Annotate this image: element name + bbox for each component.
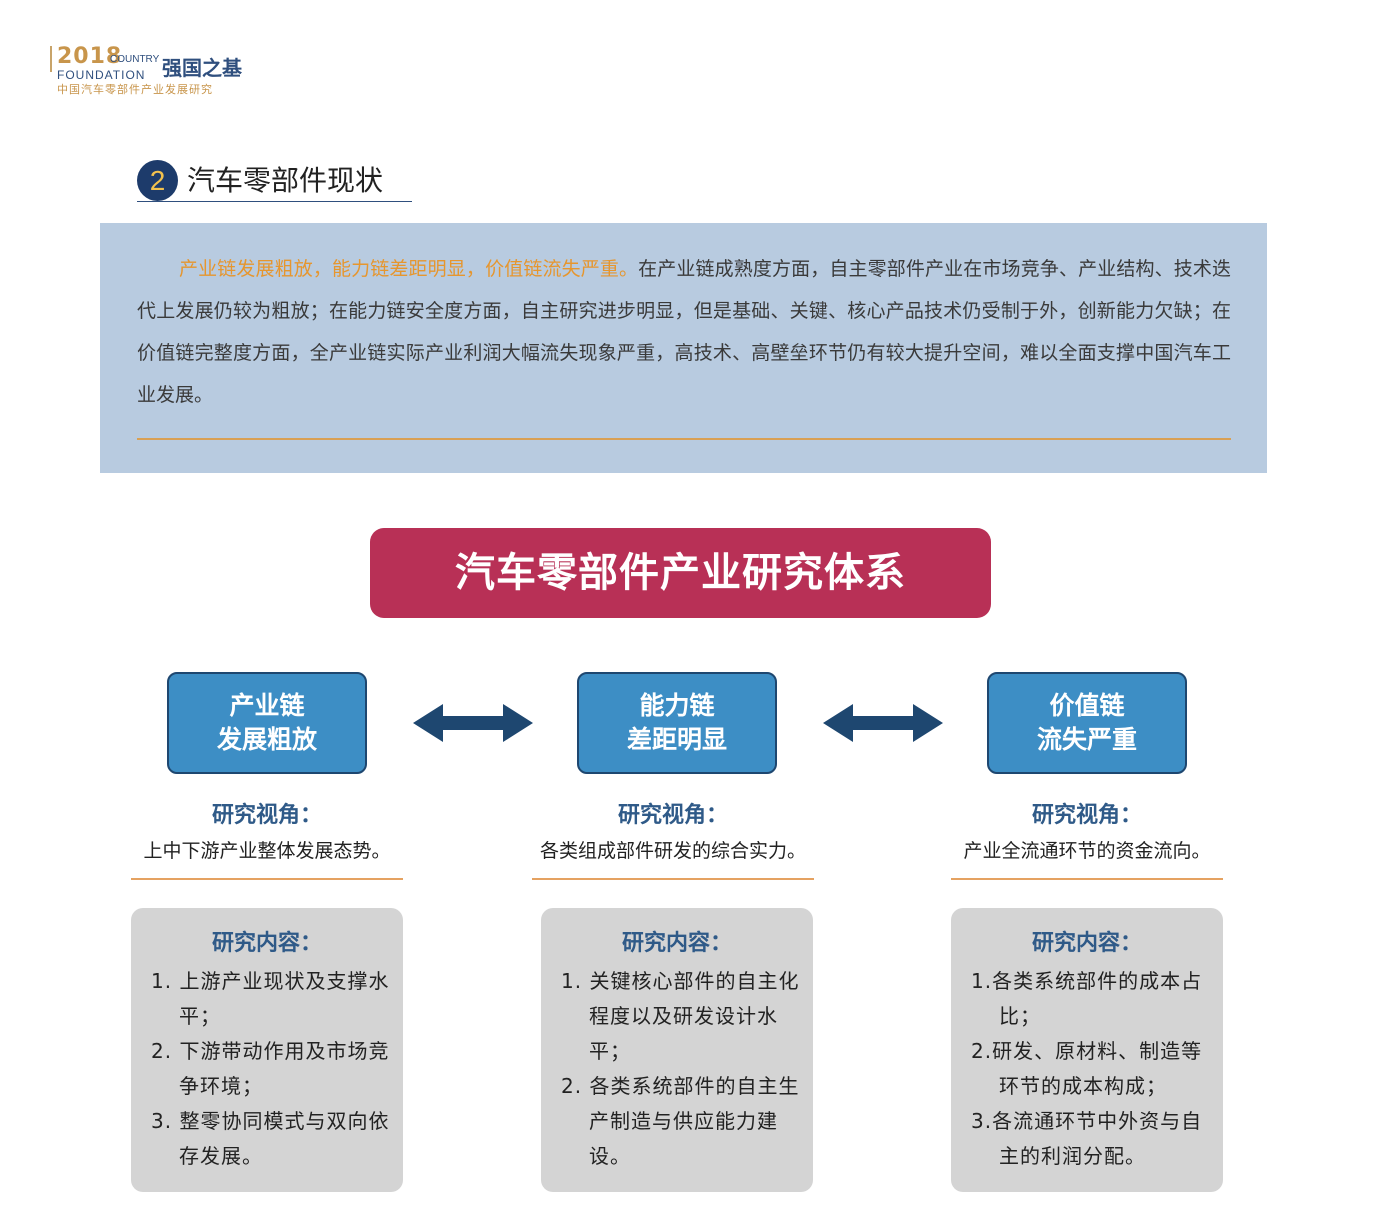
perspective-capability: 研究视角： 各类组成部件研发的综合实力。 bbox=[532, 800, 814, 880]
chain-box-capability: 能力链 差距明显 bbox=[577, 672, 777, 774]
diagram-title: 汽车零部件产业研究体系 bbox=[370, 528, 991, 618]
logo-bar bbox=[50, 46, 52, 72]
summary-text: 产业链发展粗放，能力链差距明显，价值链流失严重。在产业链成熟度方面，自主零部件产… bbox=[137, 248, 1231, 416]
list-item: 3. 整零协同模式与双向依存发展。 bbox=[151, 1109, 390, 1168]
perspective-value: 研究视角： 产业全流通环节的资金流向。 bbox=[951, 800, 1223, 880]
section-heading: 2 汽车零部件现状 bbox=[137, 160, 412, 202]
list-item: 3.各流通环节中外资与自主的利润分配。 bbox=[971, 1109, 1203, 1168]
section-title: 汽车零部件现状 bbox=[187, 164, 384, 197]
summary-panel: 产业链发展粗放，能力链差距明显，价值链流失严重。在产业链成熟度方面，自主零部件产… bbox=[100, 223, 1267, 473]
chain-label-line1: 能力链 bbox=[639, 691, 715, 720]
content-heading: 研究内容： bbox=[621, 931, 732, 956]
summary-body: 在产业链成熟度方面，自主零部件产业在市场竞争、产业结构、技术迭代上发展仍较为粗放… bbox=[137, 258, 1231, 406]
chain-label-line1: 产业链 bbox=[229, 691, 305, 720]
list-item: 1. 关键核心部件的自主化程度以及研发设计水平； bbox=[561, 969, 800, 1063]
chain-label-line2: 流失严重 bbox=[1036, 725, 1137, 754]
section-number-badge: 2 bbox=[137, 160, 178, 201]
content-list: 1. 关键核心部件的自主化程度以及研发设计水平； 2. 各类系统部件的自主生产制… bbox=[561, 964, 801, 1174]
logo-year: 2018 bbox=[57, 44, 123, 69]
double-arrow-icon bbox=[823, 704, 943, 742]
summary-highlight: 产业链发展粗放，能力链差距明显，价值链流失严重。 bbox=[179, 258, 639, 280]
logo-subtitle: 中国汽车零部件产业发展研究 bbox=[57, 83, 213, 96]
content-list: 1.各类系统部件的成本占比； 2.研发、原材料、制造等环节的成本构成； 3.各流… bbox=[971, 964, 1211, 1174]
logo-foundation: FOUNDATION bbox=[57, 68, 146, 82]
chain-box-industry: 产业链 发展粗放 bbox=[167, 672, 367, 774]
double-arrow-icon bbox=[413, 704, 533, 742]
content-box-value: 研究内容： 1.各类系统部件的成本占比； 2.研发、原材料、制造等环节的成本构成… bbox=[951, 908, 1223, 1192]
list-item: 2. 下游带动作用及市场竞争环境； bbox=[151, 1039, 390, 1098]
content-heading: 研究内容： bbox=[211, 931, 322, 956]
content-box-capability: 研究内容： 1. 关键核心部件的自主化程度以及研发设计水平； 2. 各类系统部件… bbox=[541, 908, 813, 1192]
content-list: 1. 上游产业现状及支撑水平； 2. 下游带动作用及市场竞争环境； 3. 整零协… bbox=[151, 964, 391, 1174]
perspective-text: 各类组成部件研发的综合实力。 bbox=[539, 840, 806, 862]
list-item: 1.各类系统部件的成本占比； bbox=[971, 969, 1203, 1028]
content-heading: 研究内容： bbox=[1031, 931, 1142, 956]
chain-label-line2: 发展粗放 bbox=[216, 725, 317, 754]
list-item: 2.研发、原材料、制造等环节的成本构成； bbox=[971, 1039, 1203, 1098]
content-box-industry: 研究内容： 1. 上游产业现状及支撑水平； 2. 下游带动作用及市场竞争环境； … bbox=[131, 908, 403, 1192]
perspective-text: 产业全流通环节的资金流向。 bbox=[963, 840, 1211, 862]
perspective-heading: 研究视角： bbox=[211, 803, 322, 828]
header-logo: 2018 COUNTRY FOUNDATION 强国之基 中国汽车零部件产业发展… bbox=[50, 44, 280, 100]
chain-label-line2: 差距明显 bbox=[626, 725, 727, 754]
chain-label-line1: 价值链 bbox=[1049, 691, 1125, 720]
perspective-heading: 研究视角： bbox=[1031, 803, 1142, 828]
list-item: 1. 上游产业现状及支撑水平； bbox=[151, 969, 390, 1028]
chain-box-value: 价值链 流失严重 bbox=[987, 672, 1187, 774]
logo-country: COUNTRY bbox=[110, 54, 160, 65]
perspective-heading: 研究视角： bbox=[617, 803, 728, 828]
summary-divider bbox=[137, 438, 1231, 440]
logo-brand: 强国之基 bbox=[162, 56, 242, 80]
perspective-industry: 研究视角： 上中下游产业整体发展态势。 bbox=[131, 800, 403, 880]
list-item: 2. 各类系统部件的自主生产制造与供应能力建设。 bbox=[561, 1074, 800, 1168]
perspective-text: 上中下游产业整体发展态势。 bbox=[143, 840, 391, 862]
